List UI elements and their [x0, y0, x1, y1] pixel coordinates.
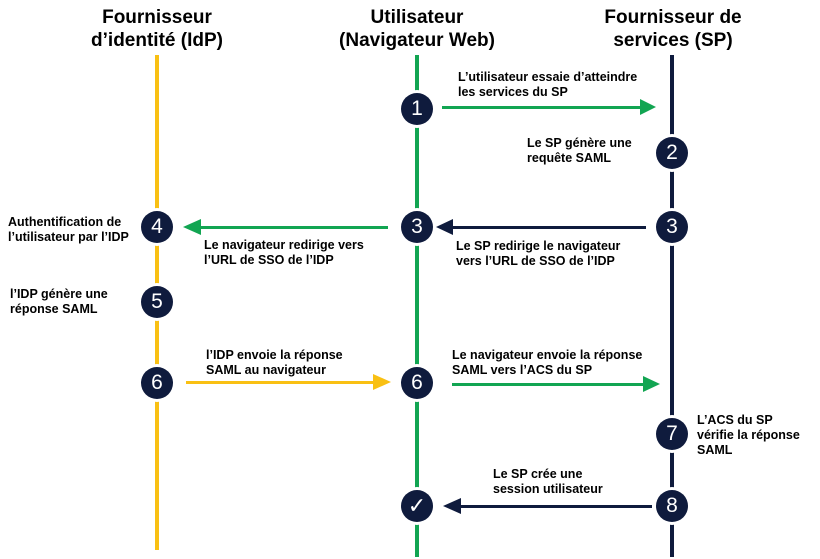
step-7-badge: 7: [656, 418, 688, 450]
step-6-user-label: Le navigateur envoie la réponse SAML ver…: [452, 348, 643, 377]
step-5-label: l’IDP génère une réponse SAML: [10, 287, 108, 316]
step-3-sp-label: Le SP redirige le navigateur vers l’URL …: [456, 239, 621, 268]
arrow-user-to-sp-1: [442, 99, 656, 115]
step-5-badge: 5: [141, 286, 173, 318]
step-1-label: L’utilisateur essaie d’atteindre les ser…: [458, 70, 638, 99]
step-6-user-badge: 6: [401, 367, 433, 399]
arrow-head-right: [643, 376, 660, 392]
arrow-user-to-sp-6: [452, 376, 660, 392]
arrow-head-right: [640, 99, 656, 115]
step-2-label: Le SP génère une requête SAML: [527, 136, 632, 165]
step-3-user-label: Le navigateur redirige vers l’URL de SSO…: [204, 238, 364, 267]
sp-lifeline: [670, 55, 674, 557]
header-idp: Fournisseur d’identité (IdP): [91, 7, 223, 51]
header-sp: Fournisseur de services (SP): [604, 7, 742, 51]
arrow-head-left: [436, 219, 453, 235]
step-3-sp-badge: 3: [656, 211, 688, 243]
checkmark-icon: ✓: [401, 490, 433, 522]
header-user: Utilisateur (Navigateur Web): [339, 7, 495, 51]
step-8-label: Le SP crée une session utilisateur: [493, 467, 603, 496]
arrow-user-to-idp-3: [183, 219, 388, 235]
arrow-sp-to-user-3: [436, 219, 646, 235]
arrow-head-left: [183, 219, 201, 235]
arrow-idp-to-user-6: [186, 374, 391, 390]
arrow-head-left: [443, 498, 461, 514]
step-7-label: L’ACS du SP vérifie la réponse SAML: [697, 413, 800, 457]
step-1-badge: 1: [401, 93, 433, 125]
step-6-idp-label: l’IDP envoie la réponse SAML au navigate…: [206, 348, 343, 377]
step-2-badge: 2: [656, 137, 688, 169]
step-3-user-badge: 3: [401, 211, 433, 243]
step-4-label: Authentification de l’utilisateur par l’…: [8, 215, 129, 244]
step-4-badge: 4: [141, 211, 173, 243]
step-6-idp-badge: 6: [141, 367, 173, 399]
arrow-head-right: [373, 374, 391, 390]
user-lifeline: [415, 55, 419, 557]
step-8-badge: 8: [656, 490, 688, 522]
arrow-sp-to-user-8: [443, 498, 652, 514]
